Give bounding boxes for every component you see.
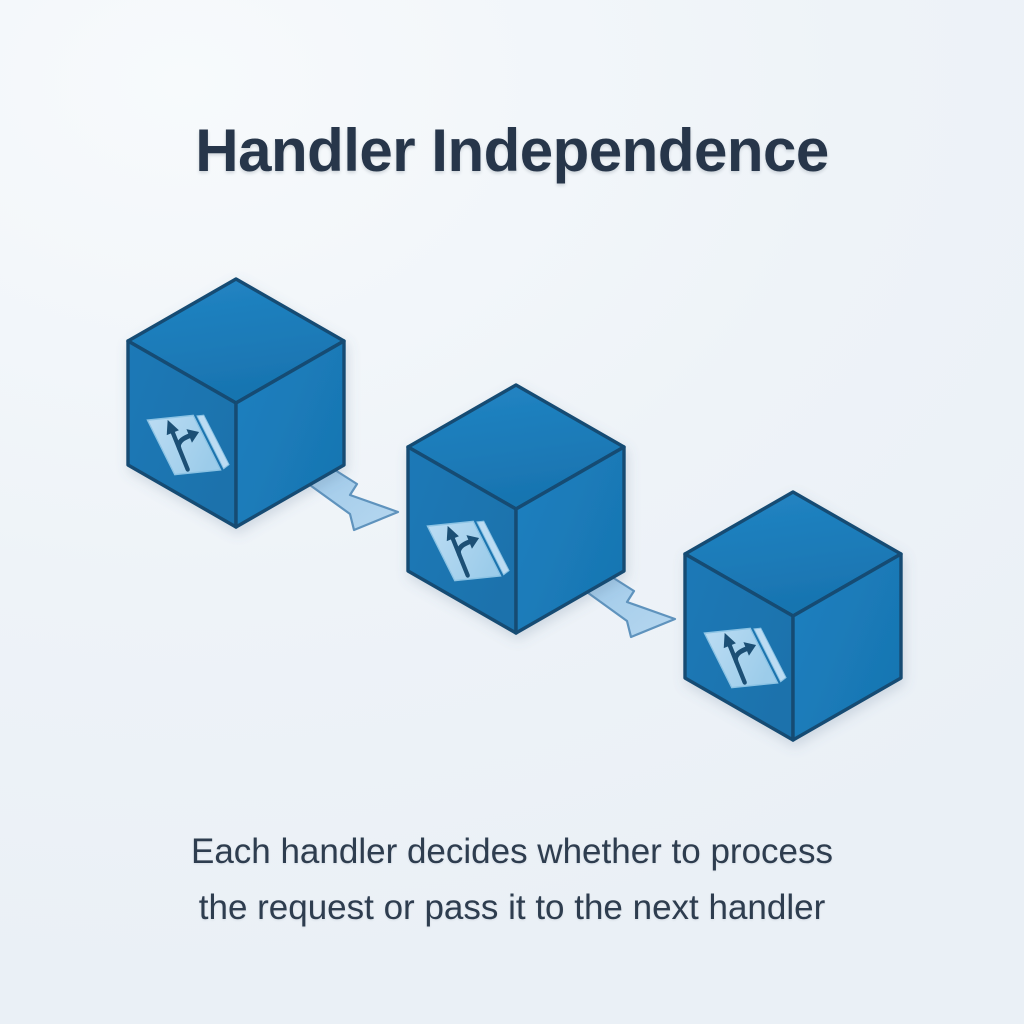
caption-block: Each handler decides whether to process … <box>62 824 962 936</box>
caption-line-2: the request or pass it to the next handl… <box>198 888 826 927</box>
cube-right-face <box>791 552 903 742</box>
cube-right-face <box>234 339 346 529</box>
caption-line-1: Each handler decides whether to process <box>190 832 834 871</box>
handler-node-1[interactable] <box>126 277 346 529</box>
handler-node-3[interactable] <box>683 490 903 742</box>
cube-right-face <box>514 445 626 635</box>
page-title: Handler Independence <box>195 117 829 184</box>
handler-node-2[interactable] <box>406 383 626 635</box>
